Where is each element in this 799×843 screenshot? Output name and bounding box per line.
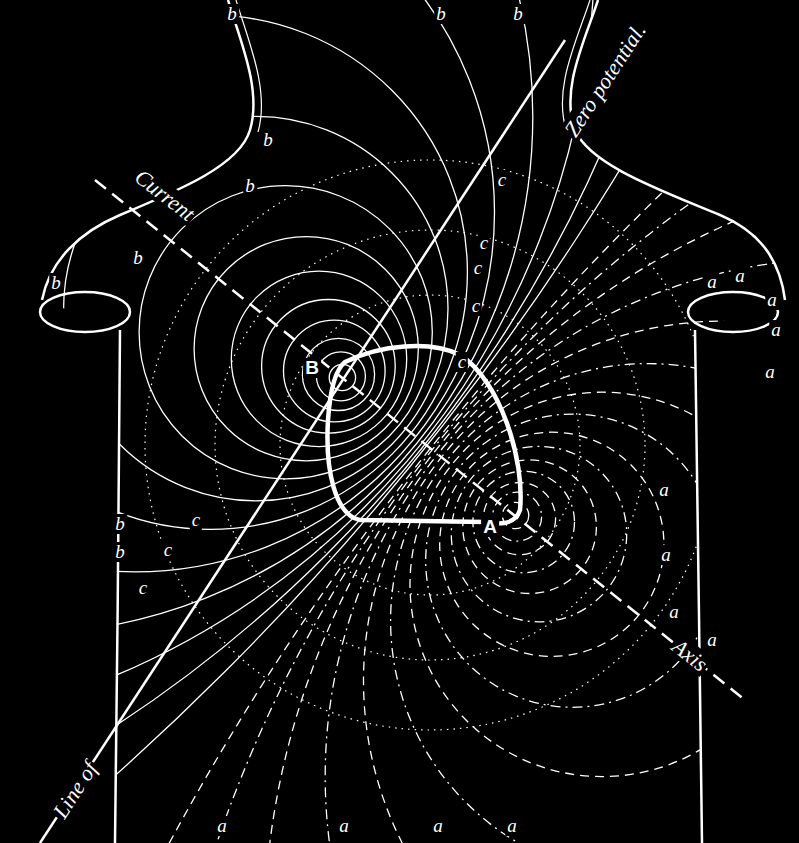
region-letter: c — [496, 170, 508, 190]
region-letter: b — [243, 176, 257, 196]
axis-label: Current — [129, 163, 201, 226]
positive-isopotential — [0, 0, 594, 738]
positive-isopotential — [284, 320, 386, 422]
positive-isopotential — [0, 15, 467, 529]
torso-outline — [40, 0, 785, 843]
region-letter: a — [337, 816, 351, 836]
current-axis-line — [95, 180, 745, 700]
region-letter: b — [131, 248, 145, 268]
heart-outline — [327, 346, 520, 523]
region-letter: a — [215, 816, 229, 836]
negative-isopotential — [146, 0, 799, 843]
region-letter: c — [137, 578, 149, 598]
current-flow-line — [280, 295, 580, 595]
right-neck-shoulder — [570, 0, 785, 300]
region-letter: c — [472, 258, 484, 278]
region-letter: c — [190, 510, 202, 530]
region-letter: b — [113, 542, 127, 562]
line-label: Line of — [47, 756, 102, 824]
negative-isopotential — [264, 155, 799, 843]
region-letter: a — [705, 630, 719, 650]
positive-isopotential — [0, 0, 533, 635]
right-side — [695, 330, 702, 843]
region-letter: a — [705, 272, 719, 292]
region-letter: a — [765, 290, 779, 310]
region-letter: c — [162, 540, 174, 560]
left-neck-inner — [236, 0, 261, 132]
pole-label: A — [481, 517, 499, 537]
region-letter: a — [657, 480, 671, 500]
current-flow-line — [215, 230, 645, 660]
region-letter: b — [113, 514, 127, 534]
zero-potential-line — [40, 40, 565, 843]
negative-isopotential — [391, 364, 799, 843]
region-letter: a — [763, 362, 777, 382]
negative-isopotential — [451, 446, 626, 621]
left-side — [115, 330, 120, 843]
positive-isopotential — [231, 271, 406, 446]
region-letter: b — [434, 4, 448, 24]
region-letter: b — [225, 4, 239, 24]
negative-isopotential — [473, 471, 575, 573]
negative-isopotential — [325, 259, 799, 843]
positive-isopotential — [0, 0, 712, 843]
region-letter: a — [733, 266, 747, 286]
region-letter: c — [456, 352, 468, 372]
negative-isopotential — [426, 414, 719, 707]
region-letter: c — [470, 296, 482, 316]
region-letter: b — [261, 130, 275, 150]
pole-label: B — [303, 358, 321, 378]
negative-isopotential — [364, 321, 799, 843]
region-letter: b — [49, 273, 63, 293]
region-letter: c — [478, 233, 490, 253]
region-letter: a — [769, 320, 783, 340]
region-letter: a — [667, 602, 681, 622]
left-arm-stump — [40, 292, 130, 332]
region-letter: a — [659, 545, 673, 565]
region-letter: a — [505, 816, 519, 836]
left-neck-shoulder — [42, 0, 253, 300]
region-letter: b — [511, 4, 525, 24]
region-letter: a — [431, 816, 445, 836]
